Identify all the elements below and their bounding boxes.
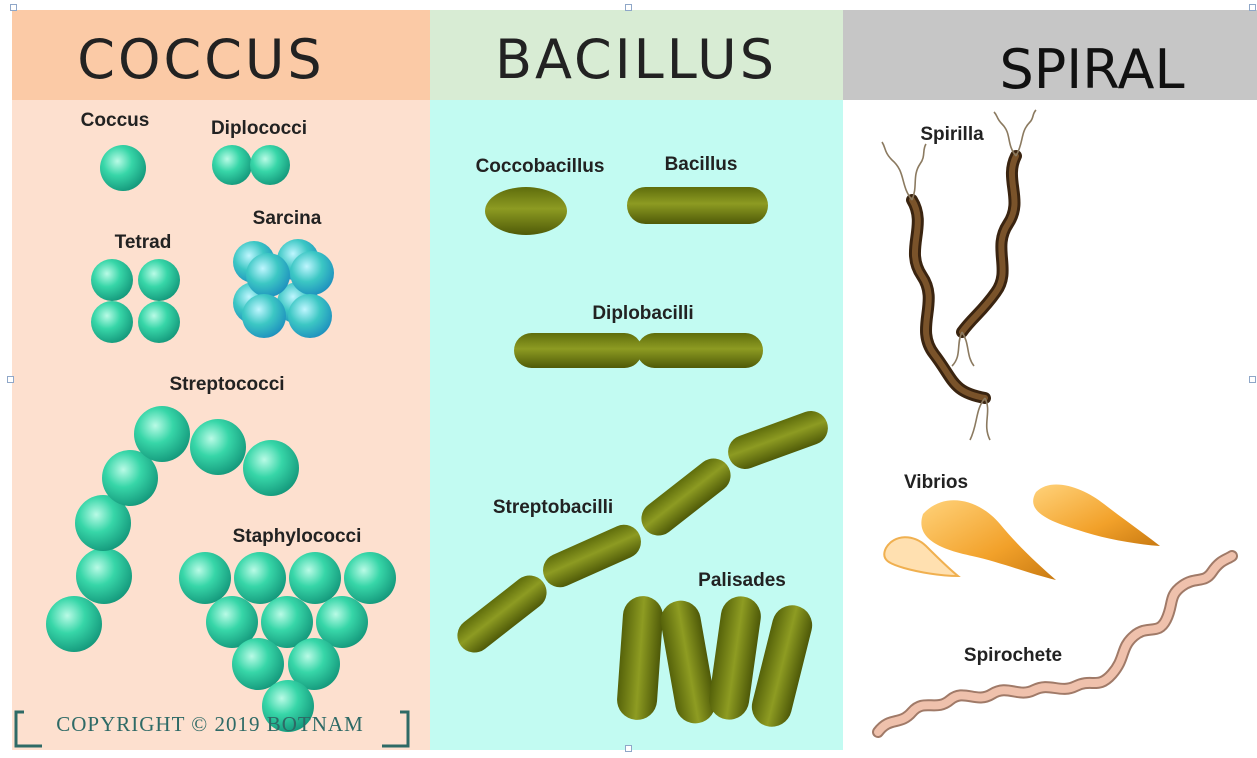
label-coccus: Coccus (81, 110, 150, 131)
bacillus-cell-icon (627, 187, 768, 224)
column-spiral-title: SPIRAL (999, 38, 1184, 101)
coccus-cell-icon (288, 294, 332, 338)
label-vibrios: Vibrios (904, 472, 968, 493)
coccus-cell-icon (242, 294, 286, 338)
selection-handle[interactable] (1249, 4, 1256, 11)
coccus-cell-icon (344, 552, 396, 604)
coccus-cell-icon (134, 406, 190, 462)
coccus-cell-icon (91, 301, 133, 343)
label-palisades: Palisades (698, 570, 786, 591)
coccus-cell-icon (232, 638, 284, 690)
coccus-cell-icon (289, 552, 341, 604)
sarcina-illustration (233, 239, 334, 338)
coccus-cell-icon (234, 552, 286, 604)
coccus-cell-icon (250, 145, 290, 185)
label-diplobacilli: Diplobacilli (592, 303, 693, 324)
coccobacillus-illustration (485, 187, 567, 235)
label-diplococci: Diplococci (211, 118, 307, 139)
coccus-cell-icon (243, 440, 299, 496)
copyright-text: COPYRIGHT © 2019 BOTNAM (56, 712, 364, 736)
bacillus-illustration (627, 187, 768, 224)
coccus-cell-icon (246, 253, 290, 297)
label-spirilla: Spirilla (920, 124, 984, 145)
coccus-cell-icon (190, 419, 246, 475)
selection-handle[interactable] (1249, 376, 1256, 383)
label-spirochete: Spirochete (964, 645, 1062, 666)
coccus-cell-icon (91, 259, 133, 301)
column-bacillus-title: BACILLUS (495, 28, 777, 91)
coccus-cell-icon (290, 251, 334, 295)
label-bacillus: Bacillus (665, 154, 738, 175)
coccus-cell-icon (179, 552, 231, 604)
selection-handle[interactable] (625, 745, 632, 752)
coccus-cell-icon (138, 301, 180, 343)
selection-handle[interactable] (625, 4, 632, 11)
label-sarcina: Sarcina (253, 208, 322, 229)
label-streptococci: Streptococci (169, 374, 284, 395)
selection-handle[interactable] (10, 4, 17, 11)
coccus-cell-icon (76, 548, 132, 604)
label-staphylococci: Staphylococci (233, 526, 362, 547)
coccus-illustration (100, 145, 146, 191)
bacillus-cell-icon (485, 187, 567, 235)
label-streptobacilli: Streptobacilli (493, 497, 613, 518)
coccus-cell-icon (100, 145, 146, 191)
label-coccobacillus: Coccobacillus (476, 156, 605, 177)
column-coccus-title: COCCUS (77, 28, 324, 91)
coccus-cell-icon (46, 596, 102, 652)
column-spiral: SPIRAL (843, 10, 1257, 750)
selection-handle[interactable] (7, 376, 14, 383)
coccus-cell-icon (212, 145, 252, 185)
coccus-cell-icon (138, 259, 180, 301)
bacillus-cell-icon (514, 333, 642, 368)
label-tetrad: Tetrad (115, 232, 172, 253)
bacillus-cell-icon (637, 333, 763, 368)
